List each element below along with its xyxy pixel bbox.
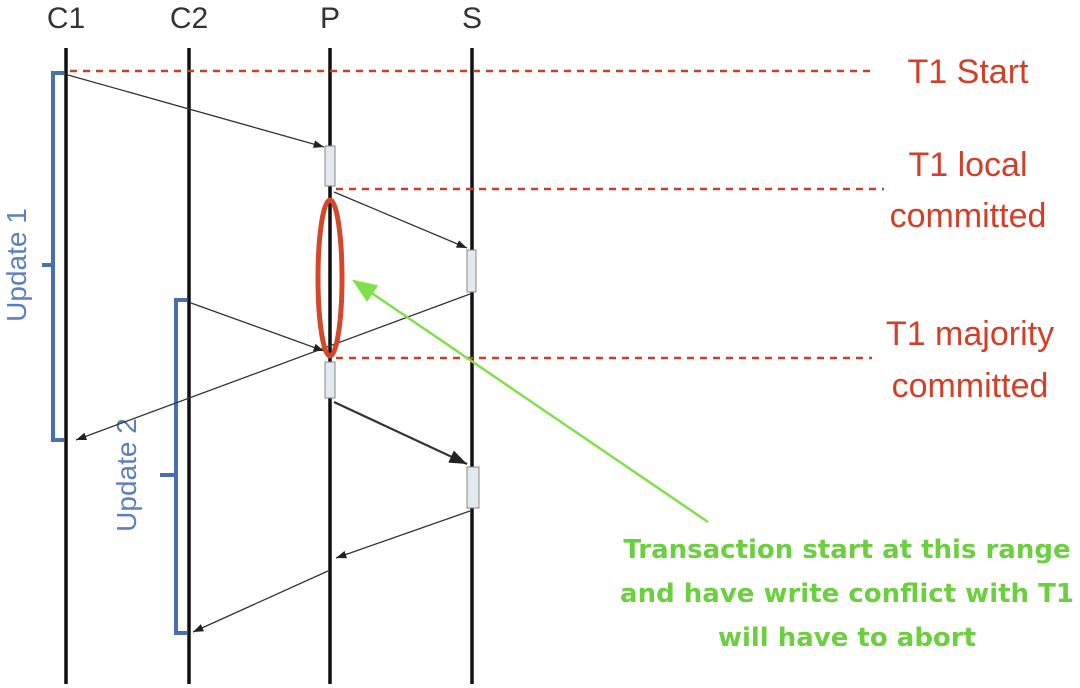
lane-label-s: S xyxy=(462,2,482,35)
activation-box xyxy=(466,249,477,293)
annotation-line-1: Transaction start at this range xyxy=(623,535,1070,565)
lane-label-c1: C1 xyxy=(47,2,85,35)
activation-box xyxy=(324,361,336,399)
t1-local-label: T1 local xyxy=(908,146,1027,184)
t1-majority-label: T1 majority xyxy=(886,315,1054,353)
update1-label: Update 1 xyxy=(1,208,32,322)
annotation-line-3: will have to abort xyxy=(718,623,976,653)
lane-label-c2: C2 xyxy=(170,2,208,35)
conflict-range-ellipse xyxy=(315,197,345,359)
message-arrow xyxy=(67,74,325,148)
lane-label-p: P xyxy=(320,2,340,35)
t1-local-committed-label: committed xyxy=(890,197,1047,235)
annotation-arrow xyxy=(351,279,709,524)
update2-label: Update 2 xyxy=(111,418,142,532)
message-arrow xyxy=(190,302,325,352)
annotation-line-2: and have write conflict with T1 xyxy=(620,579,1074,609)
message-arrow xyxy=(75,293,471,441)
message-arrow xyxy=(333,401,468,465)
t1-start-label: T1 Start xyxy=(908,53,1029,91)
message-arrow xyxy=(333,191,468,249)
update1-bracket xyxy=(42,71,64,442)
activation-box xyxy=(466,466,480,509)
update2-bracket xyxy=(160,298,187,635)
activation-box xyxy=(324,145,336,187)
t1-majority-committed-label: committed xyxy=(892,367,1049,405)
message-arrow xyxy=(335,510,471,559)
message-arrow xyxy=(192,570,329,633)
